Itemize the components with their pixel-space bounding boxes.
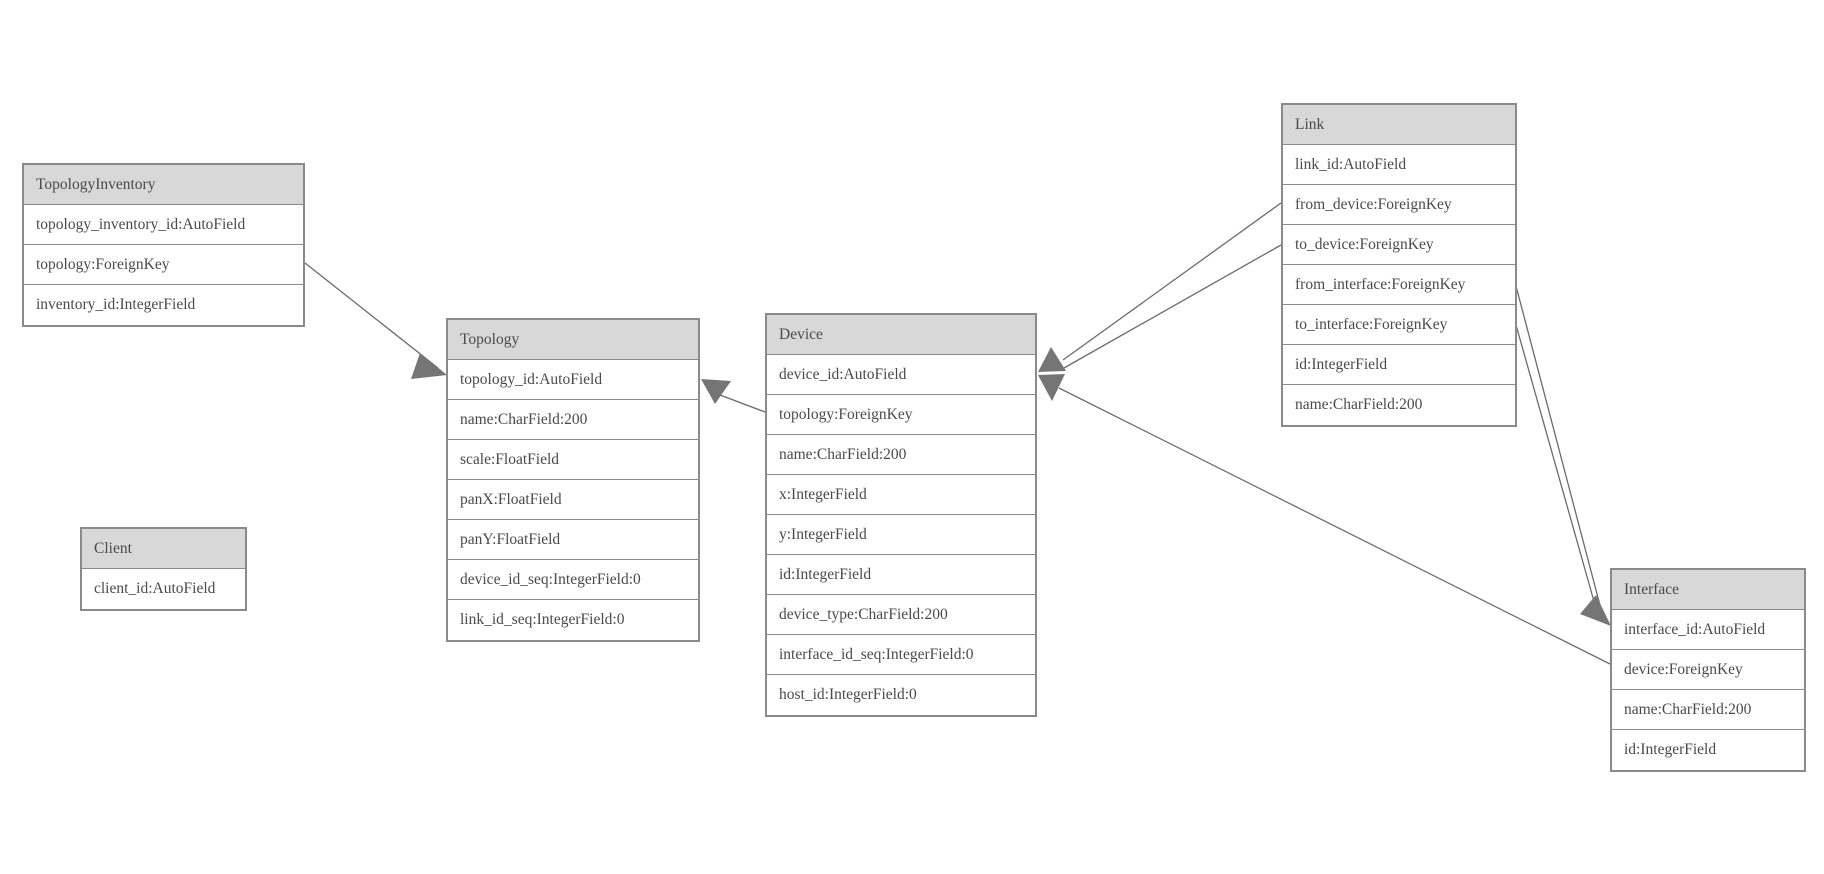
table-row-topology-topology_id: topology_id:AutoField (448, 360, 698, 400)
table-row-device-y: y:IntegerField (767, 515, 1035, 555)
table-row-interface-device: device:ForeignKey (1612, 650, 1804, 690)
table-row-topology-inventory-topology_inventory_id: topology_inventory_id:AutoField (24, 205, 303, 245)
arrow-into-device-upper (1038, 347, 1066, 372)
table-row-interface-name: name:CharField:200 (1612, 690, 1804, 730)
table-row-device-topology: topology:ForeignKey (767, 395, 1035, 435)
table-row-topology-scale: scale:FloatField (448, 440, 698, 480)
table-row-device-host_id: host_id:IntegerField:0 (767, 675, 1035, 715)
table-row-device-device_id: device_id:AutoField (767, 355, 1035, 395)
edge-device-topology-to-topology (719, 394, 766, 413)
table-row-device-interface_id_seq: interface_id_seq:IntegerField:0 (767, 635, 1035, 675)
edge-link-tointerface-to-interface (1515, 324, 1598, 613)
table-row-topology-panX: panX:FloatField (448, 480, 698, 520)
table-link-title: Link (1283, 105, 1515, 145)
arrow-into-interface (1580, 595, 1611, 626)
table-row-client-client_id: client_id:AutoField (82, 569, 245, 609)
table-device-title: Device (767, 315, 1035, 355)
table-row-link-id: id:IntegerField (1283, 345, 1515, 385)
table-row-topology-name: name:CharField:200 (448, 400, 698, 440)
table-client-title: Client (82, 529, 245, 569)
arrow-into-topology-right (701, 379, 731, 404)
table-row-device-id: id:IntegerField (767, 555, 1035, 595)
table-row-topology-inventory-topology: topology:ForeignKey (24, 245, 303, 285)
table-interface-title: Interface (1612, 570, 1804, 610)
table-row-topology-device_id_seq: device_id_seq:IntegerField:0 (448, 560, 698, 600)
arrow-into-device-lower (1038, 374, 1065, 401)
table-row-interface-id: id:IntegerField (1612, 730, 1804, 770)
table-row-topology-link_id_seq: link_id_seq:IntegerField:0 (448, 600, 698, 640)
table-row-link-to_interface: to_interface:ForeignKey (1283, 305, 1515, 345)
table-row-link-from_device: from_device:ForeignKey (1283, 185, 1515, 225)
table-row-interface-interface_id: interface_id:AutoField (1612, 610, 1804, 650)
table-row-device-name: name:CharField:200 (767, 435, 1035, 475)
edge-topologyinventory-topology-to-topology (304, 262, 439, 369)
table-topology-inventory-title: TopologyInventory (24, 165, 303, 205)
table-row-topology-panY: panY:FloatField (448, 520, 698, 560)
table-row-link-name: name:CharField:200 (1283, 385, 1515, 425)
table-row-topology-inventory-inventory_id: inventory_id:IntegerField (24, 285, 303, 325)
edge-interface-device-to-device (1058, 387, 1611, 665)
table-row-device-device_type: device_type:CharField:200 (767, 595, 1035, 635)
arrow-into-topology-left (411, 353, 447, 379)
table-row-link-link_id: link_id:AutoField (1283, 145, 1515, 185)
table-row-link-from_interface: from_interface:ForeignKey (1283, 265, 1515, 305)
edge-link-todevice-to-device (1063, 244, 1282, 369)
table-row-device-x: x:IntegerField (767, 475, 1035, 515)
edge-link-frominterface-to-interface (1515, 285, 1602, 610)
edge-link-fromdevice-to-device (1062, 202, 1282, 361)
table-topology-title: Topology (448, 320, 698, 360)
table-row-link-to_device: to_device:ForeignKey (1283, 225, 1515, 265)
